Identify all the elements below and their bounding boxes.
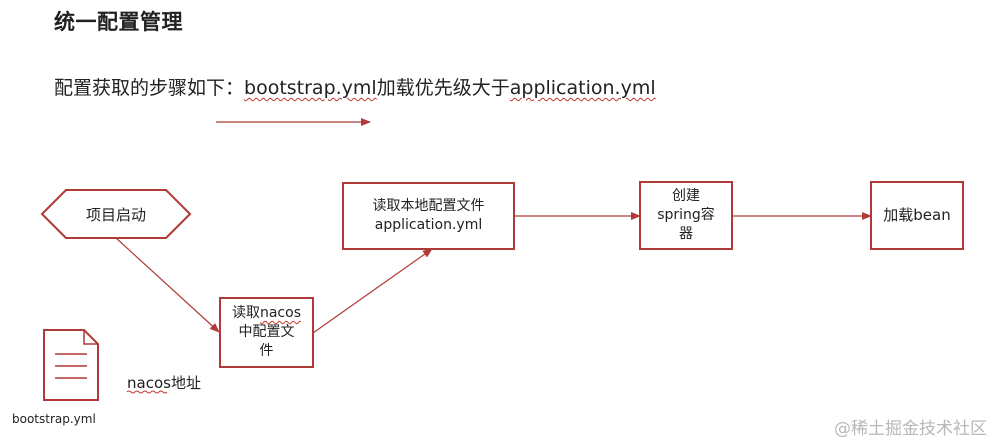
arrow-start-to-nacos (115, 237, 220, 333)
nacos-address-suffix: 地址 (170, 374, 201, 392)
page-title: 统一配置管理 (54, 10, 183, 34)
subtitle-middle: 加载优先级大于 (376, 77, 510, 99)
read-local-line-2: application.yml (374, 217, 483, 233)
nacos-address-nacos: nacos (127, 374, 171, 392)
load-bean-node: 加载bean (870, 181, 964, 250)
nacos-address-squiggle (126, 390, 168, 394)
read-nacos-line-3: 件 (259, 343, 274, 359)
watermark: @稀土掘金技术社区 (834, 419, 987, 439)
create-container-line-1: 创建 (672, 188, 700, 204)
read-local-node: 读取本地配置文件 application.yml (342, 182, 515, 250)
subtitle-prefix: 配置获取的步骤如下： (54, 77, 245, 99)
start-node-label: 项目启动 (85, 205, 146, 224)
subtitle-application: application.yml (509, 77, 656, 99)
create-container-line-2: spring容 (657, 207, 715, 223)
create-container-line-3: 器 (679, 226, 693, 242)
arrow-nacos-to-local (312, 248, 433, 334)
document-icon (43, 329, 99, 401)
nacos-address-label: nacos地址 (127, 372, 201, 393)
subtitle: 配置获取的步骤如下：bootstrap.yml加载优先级大于applicatio… (54, 73, 656, 100)
read-local-line-1: 读取本地配置文件 (372, 198, 485, 214)
subtitle-bootstrap: bootstrap.yml (244, 77, 377, 99)
load-bean-label: 加载bean (883, 206, 951, 224)
document-label: bootstrap.yml (12, 412, 96, 426)
create-container-node: 创建 spring容 器 (639, 181, 733, 250)
start-hexagon (40, 189, 192, 239)
read-nacos-node: 读取nacos 中配置文 件 (219, 297, 314, 368)
read-nacos-line-2: 中配置文 (238, 324, 295, 340)
read-nacos-line-1: 读取nacos (231, 305, 301, 321)
